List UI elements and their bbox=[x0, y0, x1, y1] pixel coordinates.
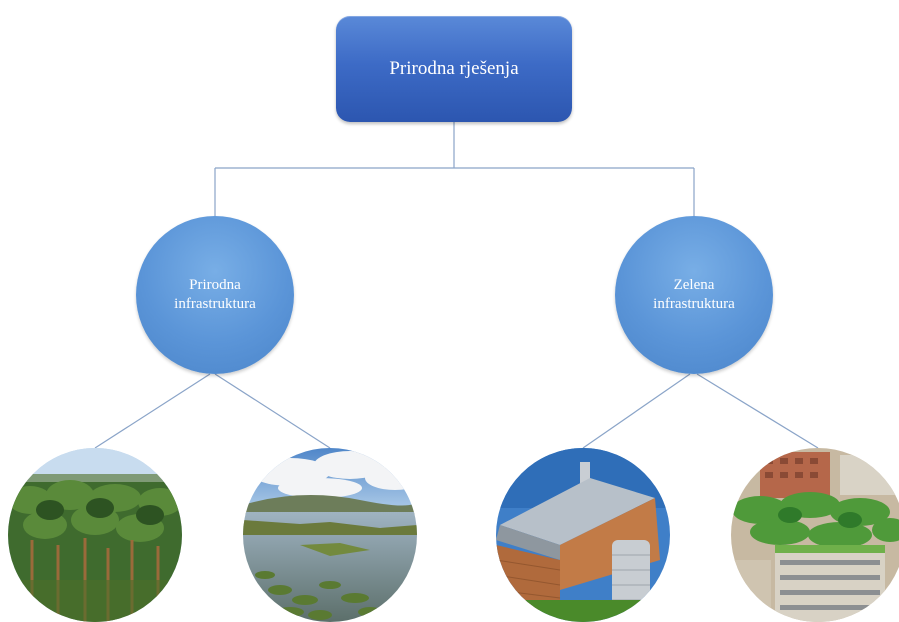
root-node: Prirodna rješenja bbox=[336, 16, 572, 122]
natural-infrastructure-label-line1: Prirodna bbox=[189, 277, 241, 293]
forest-photo bbox=[8, 448, 182, 622]
green-infrastructure-node: Zelena infrastruktura bbox=[615, 216, 773, 374]
green-roof-city-photo bbox=[731, 448, 899, 622]
green-infrastructure-label-line2: infrastruktura bbox=[653, 296, 735, 312]
root-node-label: Prirodna rješenja bbox=[389, 58, 519, 79]
natural-infrastructure-label-line2: infrastruktura bbox=[174, 296, 256, 312]
natural-infrastructure-node: Prirodna infrastruktura bbox=[136, 216, 294, 374]
green-infrastructure-label-line1: Zelena bbox=[673, 277, 715, 293]
wetland-photo bbox=[243, 448, 417, 622]
rainwater-building-photo bbox=[496, 448, 670, 622]
connector-lines bbox=[94, 122, 819, 449]
